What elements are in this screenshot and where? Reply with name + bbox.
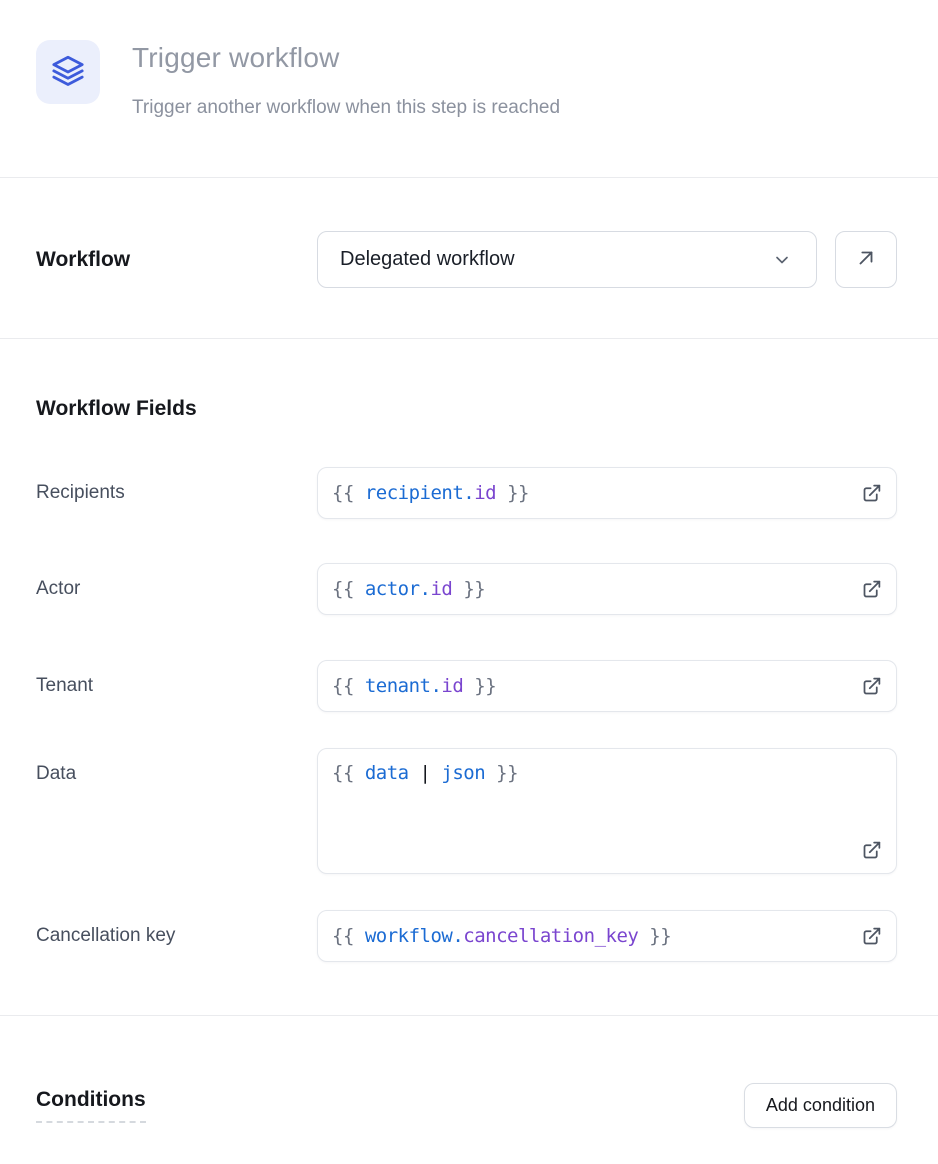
actor-template-text: {{ actor.id }} — [332, 578, 486, 600]
header-text: Trigger workflow Trigger another workflo… — [132, 40, 560, 120]
tenant-label: Tenant — [36, 675, 94, 696]
divider — [0, 1015, 938, 1016]
cancellation-key-template-text: {{ workflow.cancellation_key }} — [332, 925, 672, 947]
workflow-label: Workflow — [36, 248, 131, 271]
divider — [0, 177, 938, 178]
external-link-icon[interactable] — [861, 676, 882, 697]
divider — [0, 338, 938, 339]
step-icon-box — [36, 40, 100, 104]
arrow-up-right-icon — [855, 247, 877, 272]
external-link-icon[interactable] — [861, 579, 882, 600]
data-input[interactable]: {{ data | json }} — [317, 748, 897, 874]
field-row-data: Data {{ data | json }} — [36, 748, 897, 874]
page-subtitle: Trigger another workflow when this step … — [132, 97, 561, 118]
data-label: Data — [36, 763, 77, 784]
data-template-text: {{ data | json }} — [332, 762, 519, 784]
step-header: Trigger workflow Trigger another workflo… — [0, 0, 938, 177]
cancellation-key-input[interactable]: {{ workflow.cancellation_key }} — [317, 910, 897, 962]
workflow-fields-section: Workflow Fields Recipients {{ recipient.… — [0, 395, 938, 1015]
workflow-select[interactable]: Delegated workflow — [317, 231, 817, 288]
workflow-selector-row: Workflow Delegated workflow — [36, 231, 897, 338]
recipients-input[interactable]: {{ recipient.id }} — [317, 467, 897, 519]
field-row-recipients: Recipients {{ recipient.id }} — [36, 467, 897, 519]
add-condition-button[interactable]: Add condition — [743, 1083, 897, 1128]
cancellation-key-label: Cancellation key — [36, 925, 176, 946]
tenant-template-text: {{ tenant.id }} — [332, 675, 497, 697]
workflow-select-value: Delegated workflow — [340, 248, 515, 270]
page-title: Trigger workflow — [132, 42, 340, 73]
conditions-heading: Conditions — [36, 1088, 146, 1123]
actor-label: Actor — [36, 578, 81, 599]
actor-input[interactable]: {{ actor.id }} — [317, 563, 897, 615]
open-workflow-button[interactable] — [835, 231, 897, 288]
recipients-template-text: {{ recipient.id }} — [332, 482, 529, 504]
external-link-icon[interactable] — [861, 840, 882, 861]
recipients-label: Recipients — [36, 482, 125, 503]
layers-icon — [51, 53, 85, 92]
field-row-cancellation-key: Cancellation key {{ workflow.cancellatio… — [36, 910, 897, 962]
tenant-input[interactable]: {{ tenant.id }} — [317, 660, 897, 712]
conditions-section: Conditions Add condition — [0, 1016, 938, 1128]
external-link-icon[interactable] — [861, 483, 882, 504]
field-row-tenant: Tenant {{ tenant.id }} — [36, 660, 897, 712]
field-row-actor: Actor {{ actor.id }} — [36, 563, 897, 615]
external-link-icon[interactable] — [861, 926, 882, 947]
workflow-fields-heading: Workflow Fields — [36, 397, 197, 420]
chevron-down-icon — [772, 250, 792, 270]
